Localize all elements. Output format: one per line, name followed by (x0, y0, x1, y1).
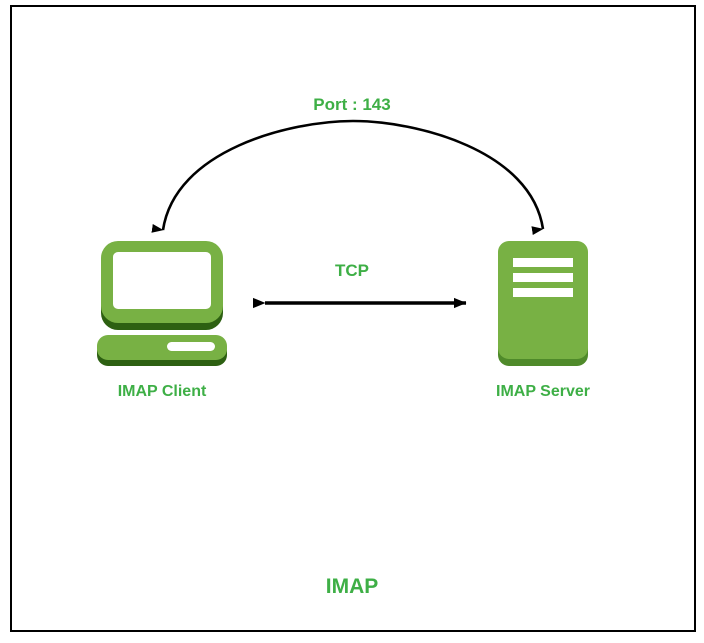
port-label: Port : 143 (313, 95, 391, 114)
diagram-title: IMAP (325, 575, 379, 598)
port-arc-connector (151, 119, 545, 236)
imap-server-icon (498, 241, 588, 366)
imap-client-label: IMAP Client (117, 383, 207, 400)
imap-client-icon (97, 241, 227, 366)
imap-server-label: IMAP Server (496, 383, 590, 400)
diagram-border (10, 5, 696, 632)
tcp-label: TCP (335, 261, 369, 280)
